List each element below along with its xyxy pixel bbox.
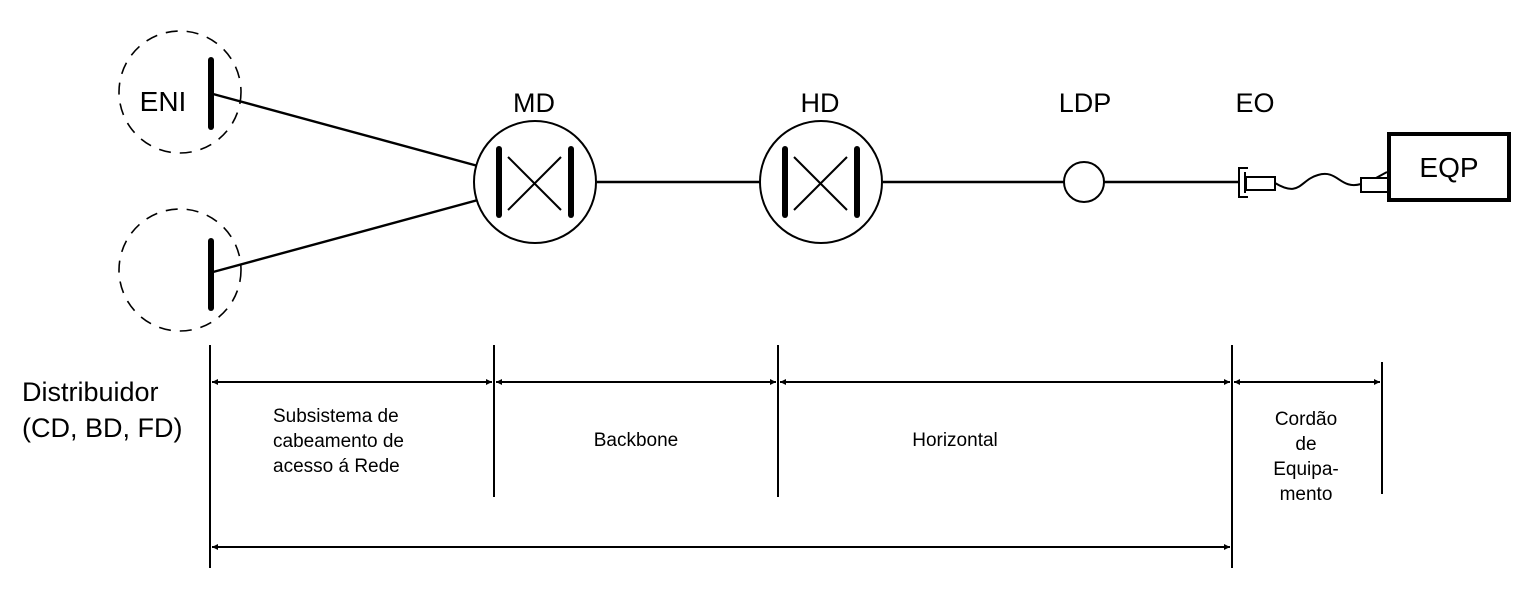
- link-eni-md-top: [212, 92, 501, 174]
- eni-distributor-bottom: [118, 208, 242, 332]
- distributor-label: Distribuidor: [22, 377, 159, 407]
- distributor-codes: (CD, BD, FD): [22, 413, 182, 443]
- md-node: [473, 120, 597, 244]
- ldp-node: [1063, 161, 1105, 203]
- horizontal-label: Horizontal: [912, 430, 998, 451]
- eo-label: EO: [1235, 88, 1274, 118]
- eni-label: ENI: [140, 86, 187, 117]
- svg-text:Equipa-: Equipa-: [1273, 459, 1339, 480]
- ldp-label: LDP: [1059, 88, 1112, 118]
- svg-text:acesso á Rede: acesso á Rede: [273, 456, 400, 477]
- access-network-label: Subsistema de cabeamento de acesso á Red…: [273, 406, 404, 477]
- cord-plug-icon: [1360, 171, 1389, 193]
- svg-text:Subsistema de: Subsistema de: [273, 406, 399, 427]
- svg-text:Cordão: Cordão: [1275, 409, 1337, 430]
- md-label: MD: [513, 88, 555, 118]
- equipment-cord: [1274, 172, 1362, 190]
- link-eni-md-bottom: [212, 192, 501, 274]
- backbone-label: Backbone: [594, 430, 679, 451]
- hd-label: HD: [801, 88, 840, 118]
- svg-text:cabeamento de: cabeamento de: [273, 431, 404, 452]
- eqp-label: EQP: [1419, 152, 1478, 183]
- eo-outlet-icon: [1238, 167, 1276, 198]
- eqp-box: [1387, 132, 1511, 202]
- eni-distributor-top: [118, 30, 242, 154]
- equipment-cord-label: Cordão de Equipa- mento: [1273, 409, 1339, 505]
- svg-text:de: de: [1295, 434, 1316, 455]
- svg-text:mento: mento: [1280, 484, 1333, 505]
- hd-node: [759, 120, 883, 244]
